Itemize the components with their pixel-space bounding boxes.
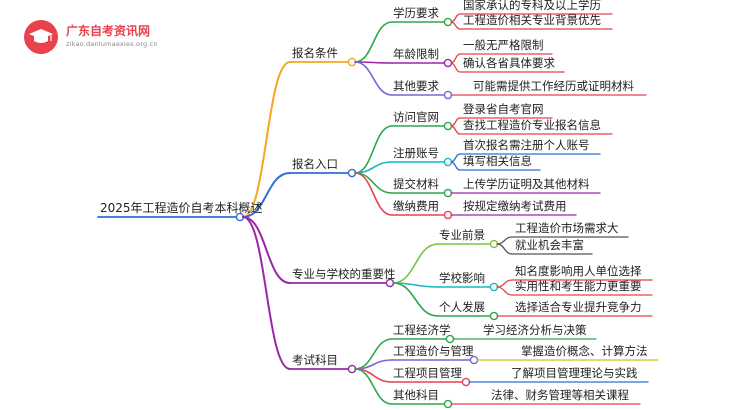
connector-line (242, 172, 291, 218)
connector-line (450, 117, 461, 127)
topic-label: 缴纳费用 (393, 199, 439, 213)
leaf-label: 工程造价市场需求大 (515, 221, 619, 235)
leaf-label: 国家承认的专科及以上学历 (463, 0, 601, 12)
topic-label: 提交材料 (393, 177, 439, 191)
topic-label: 年龄限制 (393, 47, 439, 61)
topic-label: 个人发展 (439, 300, 485, 314)
logo-domain: zikao.danlumaexies.org.cn (66, 40, 158, 48)
connector-line (354, 172, 393, 194)
connector-line (496, 243, 513, 255)
connector-line (354, 21, 393, 63)
site-logo: 广东自考资讯网 zikao.danlumaexies.org.cn (24, 18, 204, 60)
connector-line (450, 153, 461, 163)
leaf-label: 法律、财务管理等相关课程 (491, 388, 629, 402)
connector-line (450, 13, 461, 23)
leaf-label: 一般无严格限制 (463, 38, 544, 52)
branch-label-1: 报名条件 (292, 46, 338, 60)
connector-line (354, 125, 393, 174)
topic-label: 学校影响 (439, 271, 485, 285)
topic-label: 工程项目管理 (393, 366, 462, 380)
connector-line (354, 61, 393, 96)
connector-line (450, 62, 461, 73)
connector-line (242, 216, 291, 370)
topic-label: 工程经济学 (393, 323, 451, 337)
leaf-label: 学习经济分析与决策 (483, 323, 587, 337)
branch-label-2: 报名入口 (292, 157, 338, 171)
connector-line (450, 161, 461, 171)
leaf-label: 可能需提供工作经历或证明材料 (473, 79, 634, 93)
leaf-label: 登录省自考官网 (463, 102, 544, 116)
connector-line (450, 53, 461, 64)
connector-line (392, 243, 439, 284)
topic-label: 学历要求 (393, 6, 439, 20)
logo-name: 广东自考资讯网 (66, 24, 151, 38)
leaf-label: 知名度影响用人单位选择 (515, 264, 642, 278)
graduation-cap-icon (24, 20, 58, 54)
leaf-label: 掌握造价概念、计算方法 (521, 344, 648, 358)
connector-line (496, 236, 513, 245)
leaf-label: 工程造价相关专业背景优先 (463, 13, 601, 27)
connector-line (242, 61, 291, 218)
leaf-label: 就业机会丰富 (515, 238, 584, 252)
leaf-label: 确认各省具体要求 (463, 56, 555, 70)
leaf-label: 首次报名需注册个人账号 (463, 138, 590, 152)
branch-label-4: 考试科目 (292, 353, 338, 367)
connector-line (496, 286, 513, 296)
connector-line (496, 279, 513, 288)
leaf-label: 选择适合专业提升竞争力 (515, 300, 642, 314)
connector-line (354, 172, 393, 216)
connector-line (450, 125, 461, 135)
connector-line (392, 282, 439, 317)
connector-line (354, 368, 393, 405)
connector-line (242, 216, 291, 284)
leaf-label: 上传学历证明及其他材料 (463, 177, 590, 191)
topic-label: 工程造价与管理 (393, 344, 474, 358)
topic-label: 专业前景 (439, 228, 485, 242)
leaf-label: 按规定缴纳考试费用 (463, 199, 567, 213)
topic-label: 访问官网 (393, 110, 439, 124)
topic-label: 其他要求 (393, 79, 439, 93)
connector-line (450, 21, 461, 30)
leaf-label: 填写相关信息 (463, 154, 532, 168)
topic-label: 其他科目 (393, 388, 439, 402)
root-topic: 2025年工程造价自考本科概述 (100, 201, 263, 215)
branch-label-3: 专业与学校的重要性 (292, 267, 396, 281)
leaf-label: 查找工程造价专业报名信息 (463, 118, 601, 132)
topic-label: 注册账号 (393, 146, 439, 160)
leaf-label: 实用性和考生能力更重要 (515, 279, 642, 293)
leaf-label: 了解项目管理理论与实践 (511, 366, 638, 380)
